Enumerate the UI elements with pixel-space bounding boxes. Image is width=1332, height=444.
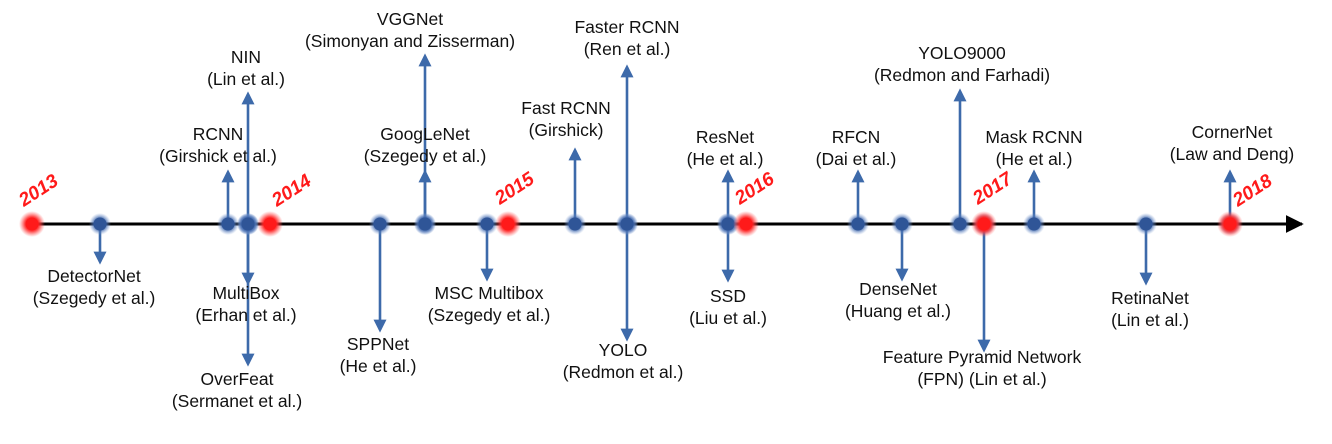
label-line-nin-0: NIN xyxy=(231,47,261,67)
label-msc-multibox: MSC Multibox(Szegedy et al.) xyxy=(428,283,551,325)
node-ssd xyxy=(721,217,735,231)
label-line-rcnn-1: (Girshick et al.) xyxy=(159,146,277,166)
label-line-mask-rcnn-1: (He et al.) xyxy=(996,149,1073,169)
label-line-vggnet-1: (Simonyan and Zisserman) xyxy=(305,31,515,51)
label-line-cornernet-0: CornerNet xyxy=(1192,122,1273,142)
year-marker-2018 xyxy=(1223,217,1237,231)
node-fast-rcnn xyxy=(568,217,582,231)
label-line-yolo9000-1: (Redmon and Farhadi) xyxy=(874,65,1050,85)
year-label-2013: 2013 xyxy=(14,170,62,211)
label-line-ssd-0: SSD xyxy=(710,286,746,306)
label-vggnet: VGGNet(Simonyan and Zisserman) xyxy=(305,9,515,51)
label-line-mask-rcnn-0: Mask RCNN xyxy=(985,127,1082,147)
year-label-2015: 2015 xyxy=(490,168,538,209)
year-marker-2016 xyxy=(739,217,753,231)
node-yolo xyxy=(620,217,634,231)
node-vggnet xyxy=(418,217,432,231)
label-line-sppnet-1: (He et al.) xyxy=(340,356,417,376)
node-rfcn xyxy=(851,217,865,231)
label-multibox: MultiBox(Erhan et al.) xyxy=(195,283,296,325)
label-line-msc-multibox-0: MSC Multibox xyxy=(435,283,544,303)
label-retinanet: RetinaNet(Lin et al.) xyxy=(1111,288,1189,330)
year-label-2016: 2016 xyxy=(730,168,778,209)
node-msc-multibox xyxy=(480,217,494,231)
label-line-resnet-1: (He et al.) xyxy=(687,149,764,169)
label-line-multibox-1: (Erhan et al.) xyxy=(195,305,296,325)
node-retinanet xyxy=(1139,217,1153,231)
label-line-detectornet-0: DetectorNet xyxy=(47,266,141,286)
label-faster-rcnn: Faster RCNN(Ren et al.) xyxy=(574,17,679,59)
label-line-fpn-0: Feature Pyramid Network xyxy=(883,347,1082,367)
label-mask-rcnn: Mask RCNN(He et al.) xyxy=(985,127,1082,169)
label-nin: NIN(Lin et al.) xyxy=(207,47,285,89)
label-line-vggnet-0: VGGNet xyxy=(377,9,443,29)
label-fpn: Feature Pyramid Network(FPN) (Lin et al.… xyxy=(883,347,1082,389)
label-line-multibox-0: MultiBox xyxy=(212,283,279,303)
label-line-yolo-0: YOLO xyxy=(599,340,648,360)
label-line-densenet-0: DenseNet xyxy=(859,279,937,299)
label-line-yolo9000-0: YOLO9000 xyxy=(918,43,1006,63)
label-resnet: ResNet(He et al.) xyxy=(687,127,764,169)
label-line-rcnn-0: RCNN xyxy=(193,124,244,144)
label-fast-rcnn: Fast RCNN(Girshick) xyxy=(521,98,610,140)
year-label-2018: 2018 xyxy=(1228,170,1276,211)
label-densenet: DenseNet(Huang et al.) xyxy=(845,279,951,321)
node-overfeat xyxy=(241,217,255,231)
year-marker-2017 xyxy=(977,217,991,231)
label-line-faster-rcnn-1: (Ren et al.) xyxy=(584,39,671,59)
label-ssd: SSD(Liu et al.) xyxy=(689,286,767,328)
label-line-overfeat-0: OverFeat xyxy=(201,369,274,389)
label-line-googlenet-0: GoogLeNet xyxy=(380,124,470,144)
label-line-retinanet-1: (Lin et al.) xyxy=(1111,310,1189,330)
year-label-2017: 2017 xyxy=(968,168,1017,210)
label-line-ssd-1: (Liu et al.) xyxy=(689,308,767,328)
label-sppnet: SPPNet(He et al.) xyxy=(340,334,417,376)
label-yolo: YOLO(Redmon et al.) xyxy=(563,340,684,382)
label-line-retinanet-0: RetinaNet xyxy=(1111,288,1189,308)
node-mask-rcnn xyxy=(1027,217,1041,231)
node-densenet xyxy=(895,217,909,231)
label-line-nin-1: (Lin et al.) xyxy=(207,69,285,89)
label-detectornet: DetectorNet(Szegedy et al.) xyxy=(33,266,156,308)
label-line-fast-rcnn-0: Fast RCNN xyxy=(521,98,610,118)
label-line-detectornet-1: (Szegedy et al.) xyxy=(33,288,156,308)
label-line-msc-multibox-1: (Szegedy et al.) xyxy=(428,305,551,325)
label-line-overfeat-1: (Sermanet et al.) xyxy=(172,391,302,411)
label-line-rfcn-0: RFCN xyxy=(832,127,881,147)
label-rfcn: RFCN(Dai et al.) xyxy=(816,127,897,169)
year-marker-2014 xyxy=(263,217,277,231)
node-yolo9000 xyxy=(953,217,967,231)
label-line-densenet-1: (Huang et al.) xyxy=(845,301,951,321)
node-sppnet xyxy=(373,217,387,231)
node-detectornet xyxy=(93,217,107,231)
label-line-resnet-0: ResNet xyxy=(696,127,754,147)
label-line-fast-rcnn-1: (Girshick) xyxy=(529,120,604,140)
year-marker-2013 xyxy=(25,217,39,231)
label-line-yolo-1: (Redmon et al.) xyxy=(563,362,684,382)
year-label-2014: 2014 xyxy=(267,170,315,211)
label-googlenet: GoogLeNet(Szegedy et al.) xyxy=(364,124,487,166)
label-line-sppnet-0: SPPNet xyxy=(347,334,409,354)
node-rcnn xyxy=(221,217,235,231)
label-rcnn: RCNN(Girshick et al.) xyxy=(159,124,277,166)
label-cornernet: CornerNet(Law and Deng) xyxy=(1170,122,1295,164)
label-line-rfcn-1: (Dai et al.) xyxy=(816,149,897,169)
label-line-cornernet-1: (Law and Deng) xyxy=(1170,144,1295,164)
label-yolo9000: YOLO9000(Redmon and Farhadi) xyxy=(874,43,1050,85)
label-line-fpn-1: (FPN) (Lin et al.) xyxy=(917,369,1046,389)
label-overfeat: OverFeat(Sermanet et al.) xyxy=(172,369,302,411)
label-line-googlenet-1: (Szegedy et al.) xyxy=(364,146,487,166)
year-marker-2015 xyxy=(501,217,515,231)
label-line-faster-rcnn-0: Faster RCNN xyxy=(574,17,679,37)
